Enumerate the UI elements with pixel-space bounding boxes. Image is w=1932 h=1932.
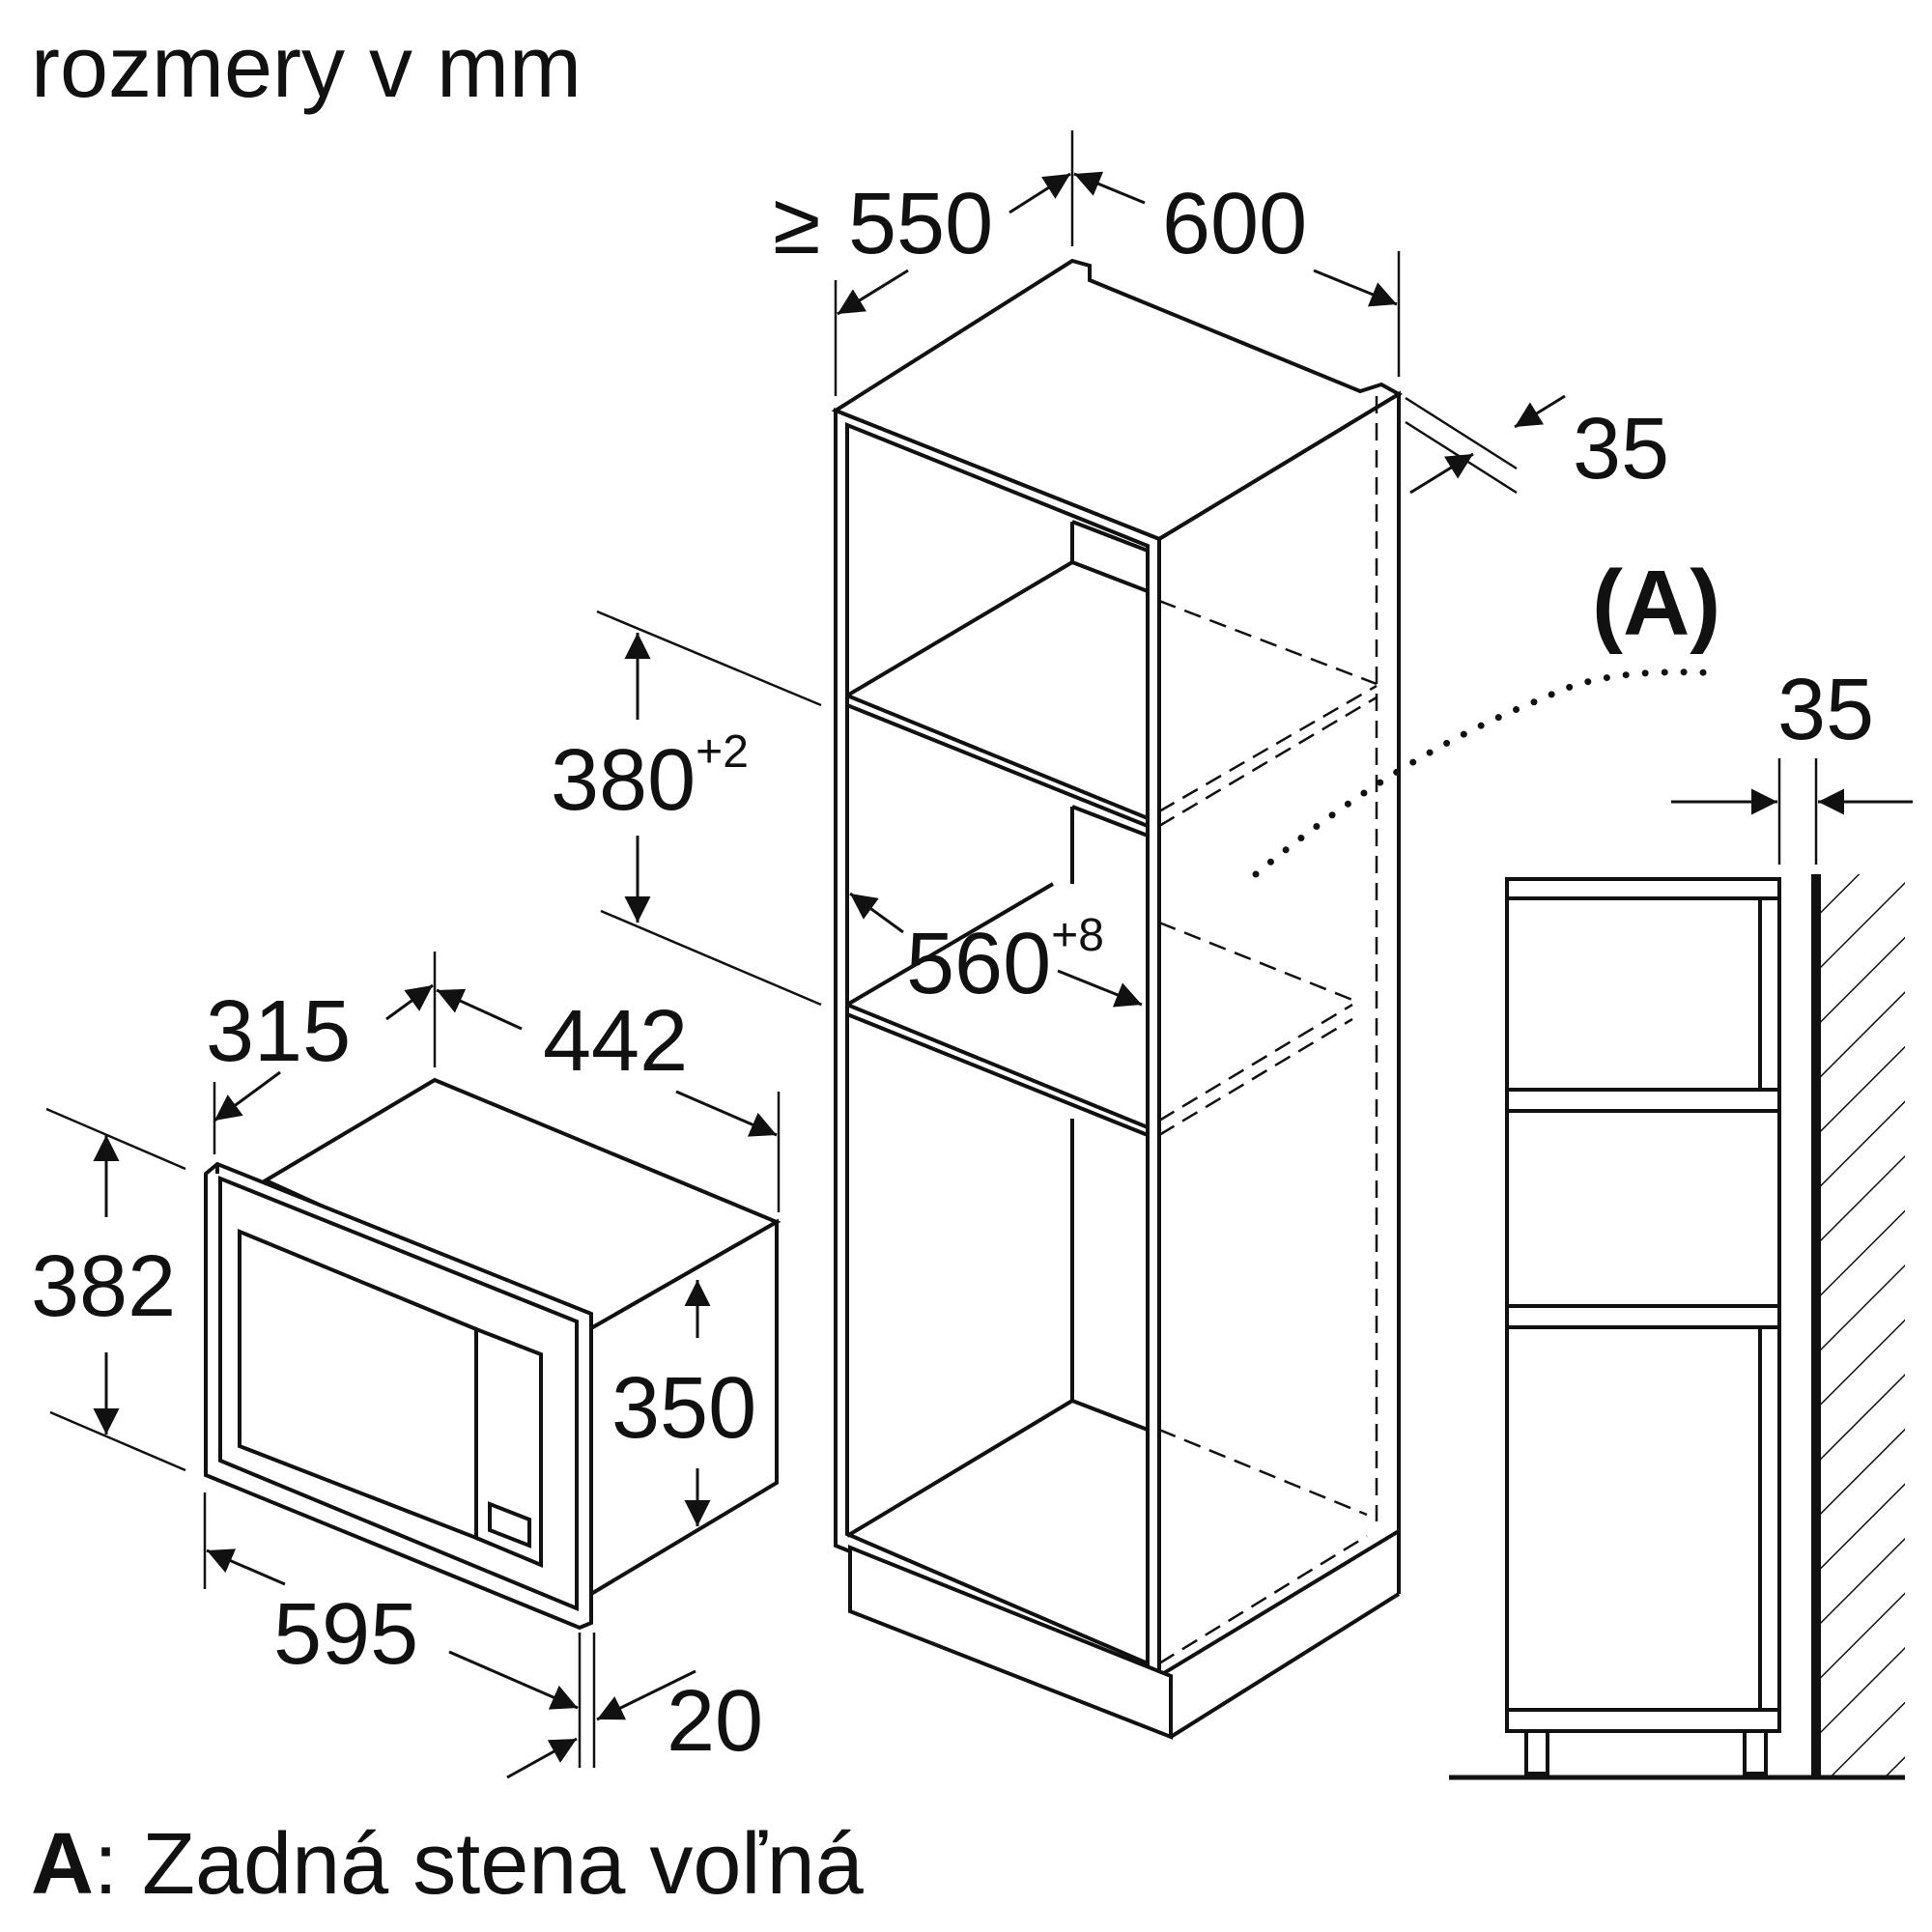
cabinet-dimensions bbox=[596, 130, 1566, 1008]
side-shelf-upper bbox=[1505, 1088, 1781, 1113]
cabinet-min-depth-label: 550 bbox=[848, 176, 993, 272]
microwave-drawing bbox=[204, 1077, 781, 1631]
cabinet-front bbox=[834, 408, 1161, 1679]
side-view-dimensions bbox=[1671, 758, 1913, 865]
page-title: rozmery v mm bbox=[31, 19, 582, 116]
microwave-frame-label: 20 bbox=[667, 1673, 763, 1770]
side-foot-front bbox=[1524, 1729, 1549, 1776]
microwave-depth-label: 315 bbox=[206, 983, 351, 1080]
microwave-control-panel bbox=[474, 1326, 543, 1569]
footer-text: : Zadná stena voľná bbox=[94, 1816, 865, 1913]
footer-key: A bbox=[31, 1816, 94, 1913]
cabinet-drawing bbox=[831, 258, 1403, 1740]
back-wall-hatch bbox=[1816, 874, 1905, 1777]
cabinet-shelf-upper bbox=[845, 693, 1150, 829]
cabinet-right-side bbox=[1157, 390, 1401, 1680]
microwave-height-total-label: 382 bbox=[31, 1238, 176, 1335]
microwave-width-front-label: 595 bbox=[273, 1586, 418, 1683]
detail-a-label: (A) bbox=[1592, 552, 1720, 655]
detail-a-leader bbox=[1252, 668, 1723, 878]
microwave-display bbox=[488, 1501, 531, 1548]
side-shelf-lower bbox=[1505, 1304, 1781, 1329]
cabinet-hidden-lines bbox=[1158, 396, 1378, 1665]
cabinet-min-depth-label: ≥ bbox=[773, 176, 820, 272]
microwave-height-body-label: 350 bbox=[611, 1360, 756, 1457]
side-view-drawing bbox=[1449, 877, 1905, 1780]
cabinet-back-gap-label: 35 bbox=[1573, 401, 1669, 497]
side-foot-back bbox=[1743, 1729, 1768, 1776]
cabinet-niche-width-label: 560+8 bbox=[906, 910, 1104, 1012]
microwave-front-inner bbox=[218, 1176, 579, 1611]
cabinet-niche-height-label: 380+2 bbox=[551, 726, 749, 829]
footer-note: A: Zadná stena voľná bbox=[31, 1816, 865, 1913]
cabinet-width-label: 600 bbox=[1162, 176, 1307, 272]
microwave-dimensions bbox=[45, 952, 781, 1779]
side-wall-gap-label: 35 bbox=[1777, 662, 1874, 758]
cabinet-shelf-lower bbox=[845, 1002, 1150, 1138]
microwave-width-top-label: 442 bbox=[543, 993, 688, 1090]
